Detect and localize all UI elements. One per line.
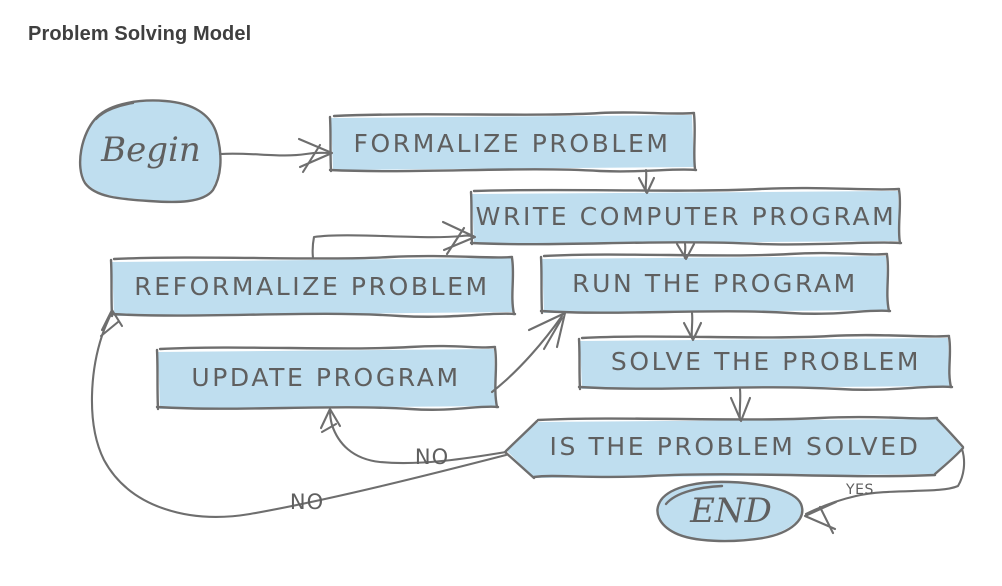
node-is-the-problem-solved[interactable]: IS THE PROBLEM SOLVED — [503, 415, 965, 480]
edge-label-yes-end: YES — [845, 482, 874, 498]
node-begin-label: Begin — [100, 130, 201, 170]
node-end[interactable]: END — [656, 480, 804, 543]
node-write-computer-program[interactable]: WRITE COMPUTER PROGRAM — [469, 186, 903, 246]
edge-update-to-run — [490, 311, 567, 394]
node-solve-the-problem-label: SOLVE THE PROBLEM — [611, 347, 921, 376]
node-write-computer-program-label: WRITE COMPUTER PROGRAM — [476, 202, 897, 231]
node-run-the-program-label: RUN THE PROGRAM — [572, 269, 858, 298]
node-reformalize-problem-label: REFORMALIZE PROBLEM — [134, 272, 489, 301]
node-update-program-label: UPDATE PROGRAM — [191, 363, 460, 392]
node-solve-the-problem[interactable]: SOLVE THE PROBLEM — [577, 333, 954, 391]
node-is-the-problem-solved-label: IS THE PROBLEM SOLVED — [550, 432, 921, 461]
edge-formalize-to-write — [637, 168, 656, 195]
node-begin[interactable]: Begin — [78, 99, 222, 204]
edge-label-no-reformalize: NO — [290, 490, 324, 514]
edge-reformalize-to-write — [311, 220, 477, 260]
node-formalize-problem[interactable]: FORMALIZE PROBLEM — [328, 111, 698, 173]
edge-decision-to-end-yes: YES — [803, 447, 966, 535]
edge-decision-to-update-no: NO — [319, 407, 508, 469]
node-formalize-problem-label: FORMALIZE PROBLEM — [353, 129, 670, 158]
edge-decision-to-reformalize-no: NO — [90, 308, 508, 518]
edge-solve-to-decision — [729, 387, 752, 423]
page-title: Problem Solving Model — [28, 23, 252, 45]
node-run-the-program[interactable]: RUN THE PROGRAM — [539, 251, 892, 315]
edge-begin-to-formalize — [218, 137, 334, 174]
node-update-program[interactable]: UPDATE PROGRAM — [155, 344, 500, 411]
edge-write-to-run — [675, 242, 696, 261]
edge-run-to-solve — [682, 311, 703, 342]
edge-label-no-update: NO — [415, 445, 449, 469]
node-reformalize-problem[interactable]: REFORMALIZE PROBLEM — [109, 254, 517, 318]
node-end-label: END — [689, 491, 772, 531]
